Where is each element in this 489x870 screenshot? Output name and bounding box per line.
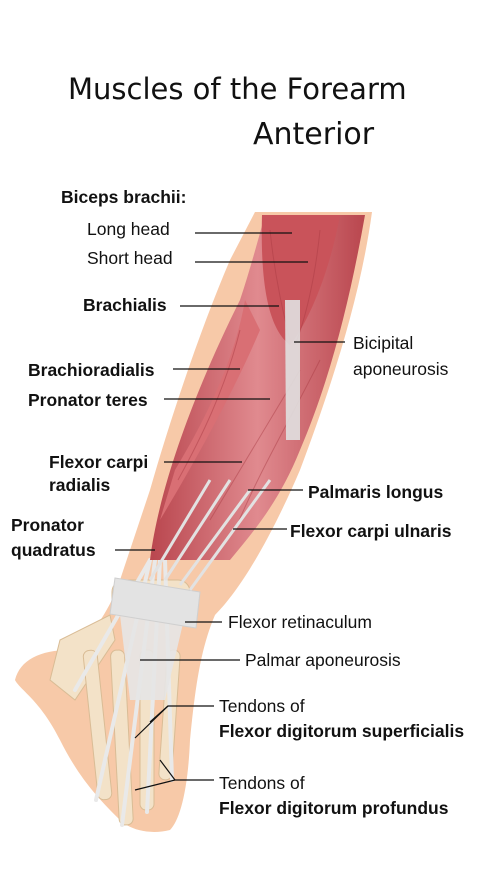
label-brachioradialis: Brachioradialis [28,360,155,380]
label-pronator-quadratus-2: quadratus [11,540,96,560]
forearm-tendons [148,479,272,591]
leader-lines [115,232,345,791]
label-flexor-carpi-radialis-2: radialis [49,475,111,495]
label-flexor-retinaculum: Flexor retinaculum [228,612,372,632]
brachioradialis-muscle [160,300,260,520]
label-flexor-carpi-radialis-1: Flexor carpi [49,452,149,472]
label-palmar-aponeurosis: Palmar aponeurosis [245,650,401,670]
label-palmaris-longus: Palmaris longus [308,482,444,502]
page-subtitle: Anterior [253,117,375,152]
label-brachialis: Brachialis [83,295,167,315]
label-flexor-carpi-ulnaris: Flexor carpi ulnaris [290,521,452,541]
label-tendons-fdp-1: Tendons of [219,773,305,793]
biceps-muscle [261,215,340,345]
palmar-aponeurosis-shape [120,615,185,700]
label-tendons-fds-2: Flexor digitorum superficialis [219,721,465,741]
label-long-head: Long head [87,219,170,239]
flexor-retinaculum-band [109,577,201,629]
label-short-head: Short head [87,248,173,268]
label-aponeurosis: aponeurosis [353,359,449,379]
label-pronator-quadratus-1: Pronator [11,515,84,535]
label-biceps-brachii: Biceps brachii: [61,187,187,207]
label-tendons-fdp-2: Flexor digitorum profundus [219,798,449,818]
bicipital-aponeurosis-tendon [285,300,300,440]
page-title: Muscles of the Forearm [68,72,407,106]
label-bicipital: Bicipital [353,333,414,353]
label-pronator-teres: Pronator teres [28,390,148,410]
label-tendons-fds-1: Tendons of [219,696,305,716]
